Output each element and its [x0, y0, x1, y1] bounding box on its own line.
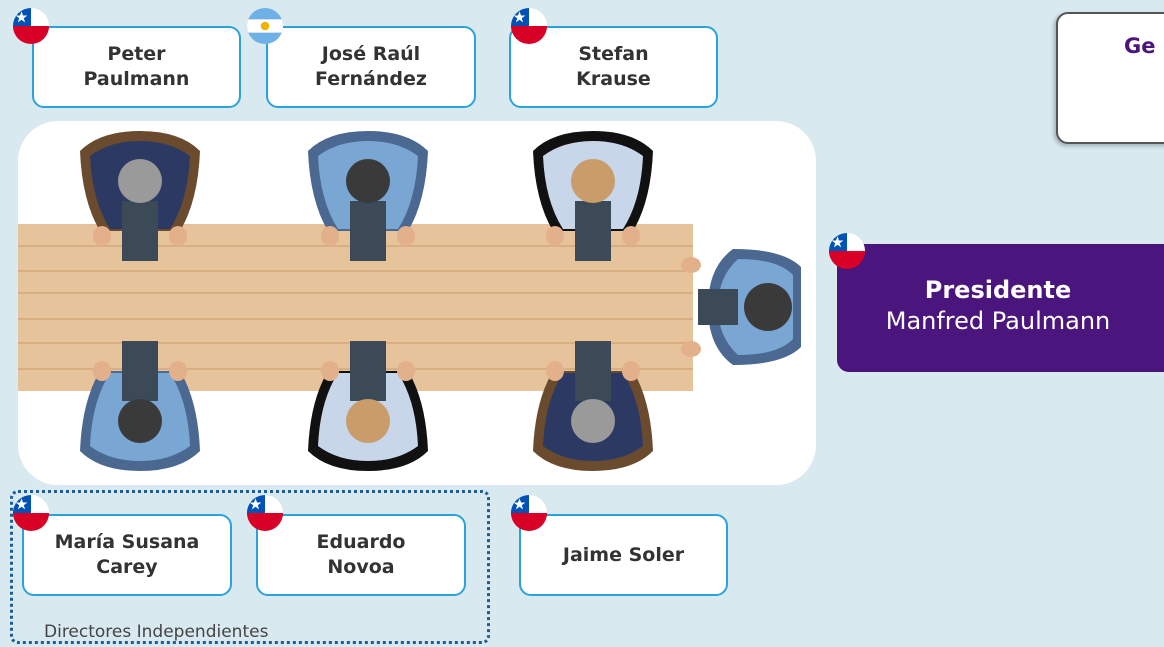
person-top-2 — [308, 131, 428, 261]
director-name-line2: Paulmann — [84, 67, 190, 92]
president-name: Manfred Paulmann — [837, 307, 1159, 335]
chile-flag-icon — [246, 494, 284, 532]
argentina-flag-icon — [246, 7, 284, 45]
director-name-line2: Carey — [55, 555, 200, 580]
chile-flag-icon — [510, 7, 548, 45]
person-top-3 — [533, 131, 653, 261]
director-name-line2: Fernández — [315, 67, 427, 92]
director-name-line1: Stefan — [576, 42, 651, 67]
director-name-line1: María Susana — [55, 530, 200, 555]
director-name-line2: Krause — [576, 67, 651, 92]
meeting-table-illustration — [18, 121, 816, 485]
person-head-of-table — [681, 249, 801, 365]
chile-flag-icon — [12, 7, 50, 45]
director-name-line1: José Raúl — [315, 42, 427, 67]
independent-directors-label: Directores Independientes — [44, 622, 268, 642]
director-name-line2: Novoa — [317, 555, 406, 580]
director-box-jose-raul-fernandez: José Raúl Fernández — [266, 26, 476, 108]
director-box-eduardo-novoa: Eduardo Novoa — [256, 514, 466, 596]
director-box-peter-paulmann: Peter Paulmann — [32, 26, 241, 108]
chile-flag-icon — [828, 232, 866, 270]
director-name-line1: Peter — [84, 42, 190, 67]
chile-flag-icon — [12, 494, 50, 532]
director-name-line1: Jaime Soler — [563, 543, 684, 568]
director-name-line1: Eduardo — [317, 530, 406, 555]
gerente-label: Ge — [1124, 34, 1155, 58]
person-top-1 — [80, 131, 200, 261]
director-box-maria-susana-carey: María Susana Carey — [22, 514, 232, 596]
chile-flag-icon — [510, 494, 548, 532]
president-box: Presidente Manfred Paulmann — [837, 244, 1164, 372]
director-box-jaime-soler: Jaime Soler — [519, 514, 728, 596]
president-title: Presidente — [837, 276, 1159, 304]
gerente-box: Ge — [1056, 12, 1164, 144]
